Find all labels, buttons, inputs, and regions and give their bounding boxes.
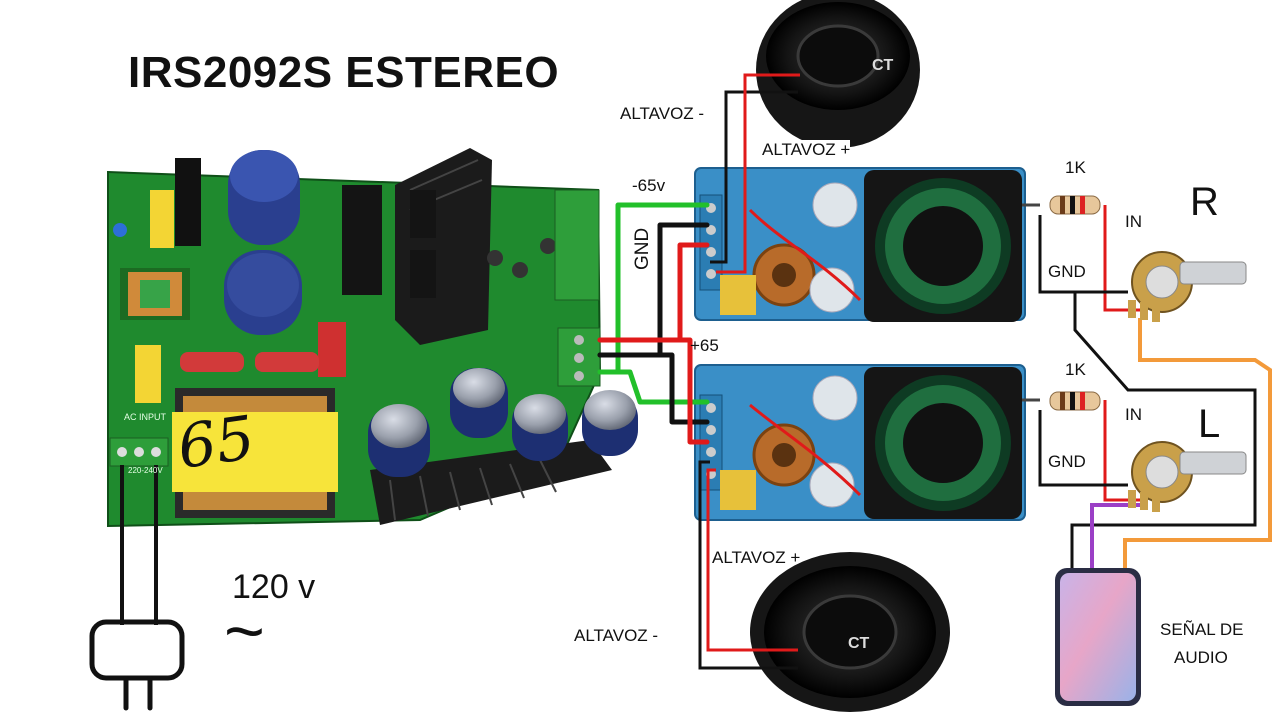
resistor-r-label: 1K (1065, 158, 1086, 177)
psu-small-capacitor (113, 223, 127, 237)
speaker-top-brand: CT (872, 57, 894, 74)
psu-mosfet-2 (410, 190, 436, 238)
diagram-title: IRS2092S ESTEREO (128, 48, 560, 97)
amp-r-film-capacitor (720, 275, 756, 315)
psu-heatsink-top (395, 148, 492, 345)
speaker-bottom-brand: CT (848, 635, 870, 652)
psu-mosfet-1 (342, 185, 382, 295)
audio-source-label-line2: AUDIO (1174, 648, 1228, 667)
psu-resistor-1 (180, 352, 244, 372)
input-wires (1022, 203, 1272, 578)
transformer-tape (172, 412, 338, 492)
rail-positive-label: +65 (690, 336, 719, 355)
mains-cable (120, 465, 158, 625)
resistor-1k-r (1049, 195, 1101, 215)
channel-r-label: R (1190, 180, 1219, 224)
psu-output-terminal-block (557, 327, 601, 387)
psu-transformer (172, 388, 338, 518)
psu-output-capacitors (368, 368, 638, 477)
phone-audio-source (1055, 568, 1141, 706)
speaker-r-positive-label: ALTAVOZ + (762, 140, 851, 160)
volume-potentiometer-l[interactable] (1128, 441, 1247, 512)
amplifier-board-l (694, 364, 1026, 521)
psu-small-part (487, 250, 503, 266)
amp-l-cooling-fan (864, 367, 1022, 519)
amp-l-film-capacitor (720, 470, 756, 510)
amp-r-capacitor-1 (812, 182, 858, 228)
psu-board-print: AC INPUT (124, 412, 167, 422)
resistor-1k-l (1049, 391, 1101, 411)
speaker-bottom: CT (750, 552, 950, 712)
channel-l-label: L (1198, 402, 1221, 446)
resistor-l-label: 1K (1065, 360, 1086, 379)
speaker-l-negative-label: ALTAVOZ - (574, 626, 659, 645)
psu-mosfet-3 (410, 250, 436, 298)
input-l-label: IN (1125, 405, 1142, 424)
psu-handwriting: 65 (173, 403, 259, 483)
amplifier-board-r (694, 167, 1026, 322)
ac-symbol: ~ (224, 592, 265, 670)
psu-heatsink-bottom (370, 440, 612, 525)
speaker-top: CT (756, 0, 920, 148)
psu-thermistor (175, 158, 201, 246)
psu-small-part (512, 262, 528, 278)
power-supply-board (107, 148, 638, 528)
psu-filter-capacitor-bottom (224, 250, 302, 335)
psu-voltage-print: 220-240V (128, 466, 163, 475)
volume-potentiometer-r[interactable] (1128, 251, 1247, 322)
speaker-r-negative-label: ALTAVOZ - (620, 104, 705, 123)
rail-negative-label: -65v (632, 176, 666, 195)
psu-x-capacitor-1 (150, 190, 174, 248)
psu-resistor-2 (255, 352, 319, 372)
ground-l-label: GND (1048, 452, 1086, 471)
amp-r-capacitor-2 (809, 267, 855, 313)
amp-l-capacitor-1 (812, 375, 858, 421)
psu-filter-capacitor-top (228, 150, 300, 245)
speaker-wires (698, 73, 800, 670)
speaker-l-positive-label: ALTAVOZ + (712, 548, 801, 567)
psu-input-terminal-block (109, 437, 169, 467)
psu-x-capacitor-2 (135, 345, 161, 403)
psu-resistor-red (318, 322, 346, 377)
rail-ground-label: GND (632, 227, 653, 270)
audio-source-label-line1: SEÑAL DE (1160, 620, 1244, 639)
amp-l-capacitor-2 (809, 462, 855, 508)
power-rail-wires (597, 202, 710, 445)
input-r-label: IN (1125, 212, 1142, 231)
amp-l-inductor (752, 423, 816, 487)
ground-r-label: GND (1048, 262, 1086, 281)
psu-terminal-block-aux (554, 189, 600, 301)
mains-plug-icon (89, 619, 185, 711)
amp-r-cooling-fan (864, 170, 1022, 322)
psu-common-mode-choke (120, 268, 190, 320)
mains-voltage-label: 120 v (232, 568, 316, 606)
psu-small-part (540, 238, 556, 254)
